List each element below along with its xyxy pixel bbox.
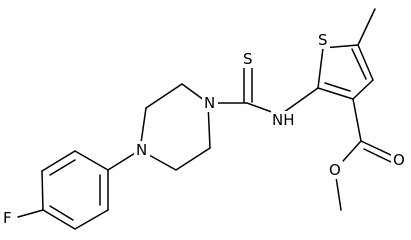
bond [175, 147, 211, 171]
thiophene-ring [317, 44, 374, 100]
bond [317, 47, 324, 89]
label-background [202, 94, 218, 112]
bond [145, 83, 183, 109]
bond [360, 140, 394, 157]
label-background [271, 111, 297, 129]
bond [351, 48, 367, 80]
bond [74, 150, 109, 171]
bond [279, 87, 319, 116]
label-background [316, 31, 330, 49]
label-background [134, 141, 150, 159]
bond [352, 79, 374, 100]
bond [41, 170, 44, 211]
atom-label-ester-o: O [329, 161, 341, 179]
label-background [391, 151, 407, 169]
bond [74, 209, 109, 230]
bond [41, 150, 76, 172]
label-background [327, 161, 343, 179]
fluorophenyl-ring [41, 150, 109, 230]
label-background [241, 50, 255, 68]
bond [357, 8, 376, 46]
atom-label-thiocarbonyl-s: S [243, 50, 253, 68]
label-background [2, 209, 16, 227]
piperazine-ring [139, 83, 211, 171]
atom-label-piperazine-n-aryl: N [136, 141, 147, 159]
atom-label-carbonyl-o: O [393, 151, 405, 169]
bond [357, 44, 374, 81]
bond [317, 87, 354, 100]
atom-label-piperazine-n-thioamide: N [204, 94, 215, 112]
atom-label-fluorine: F [3, 209, 12, 227]
bond [17, 209, 44, 218]
bond [49, 205, 74, 221]
bond [42, 209, 76, 230]
atom-label-thiophene-s: S [318, 31, 328, 49]
bond [49, 159, 76, 176]
atom-label-nh: NH [272, 111, 295, 129]
bond [324, 82, 351, 92]
bond [352, 98, 362, 142]
bond [363, 148, 394, 164]
